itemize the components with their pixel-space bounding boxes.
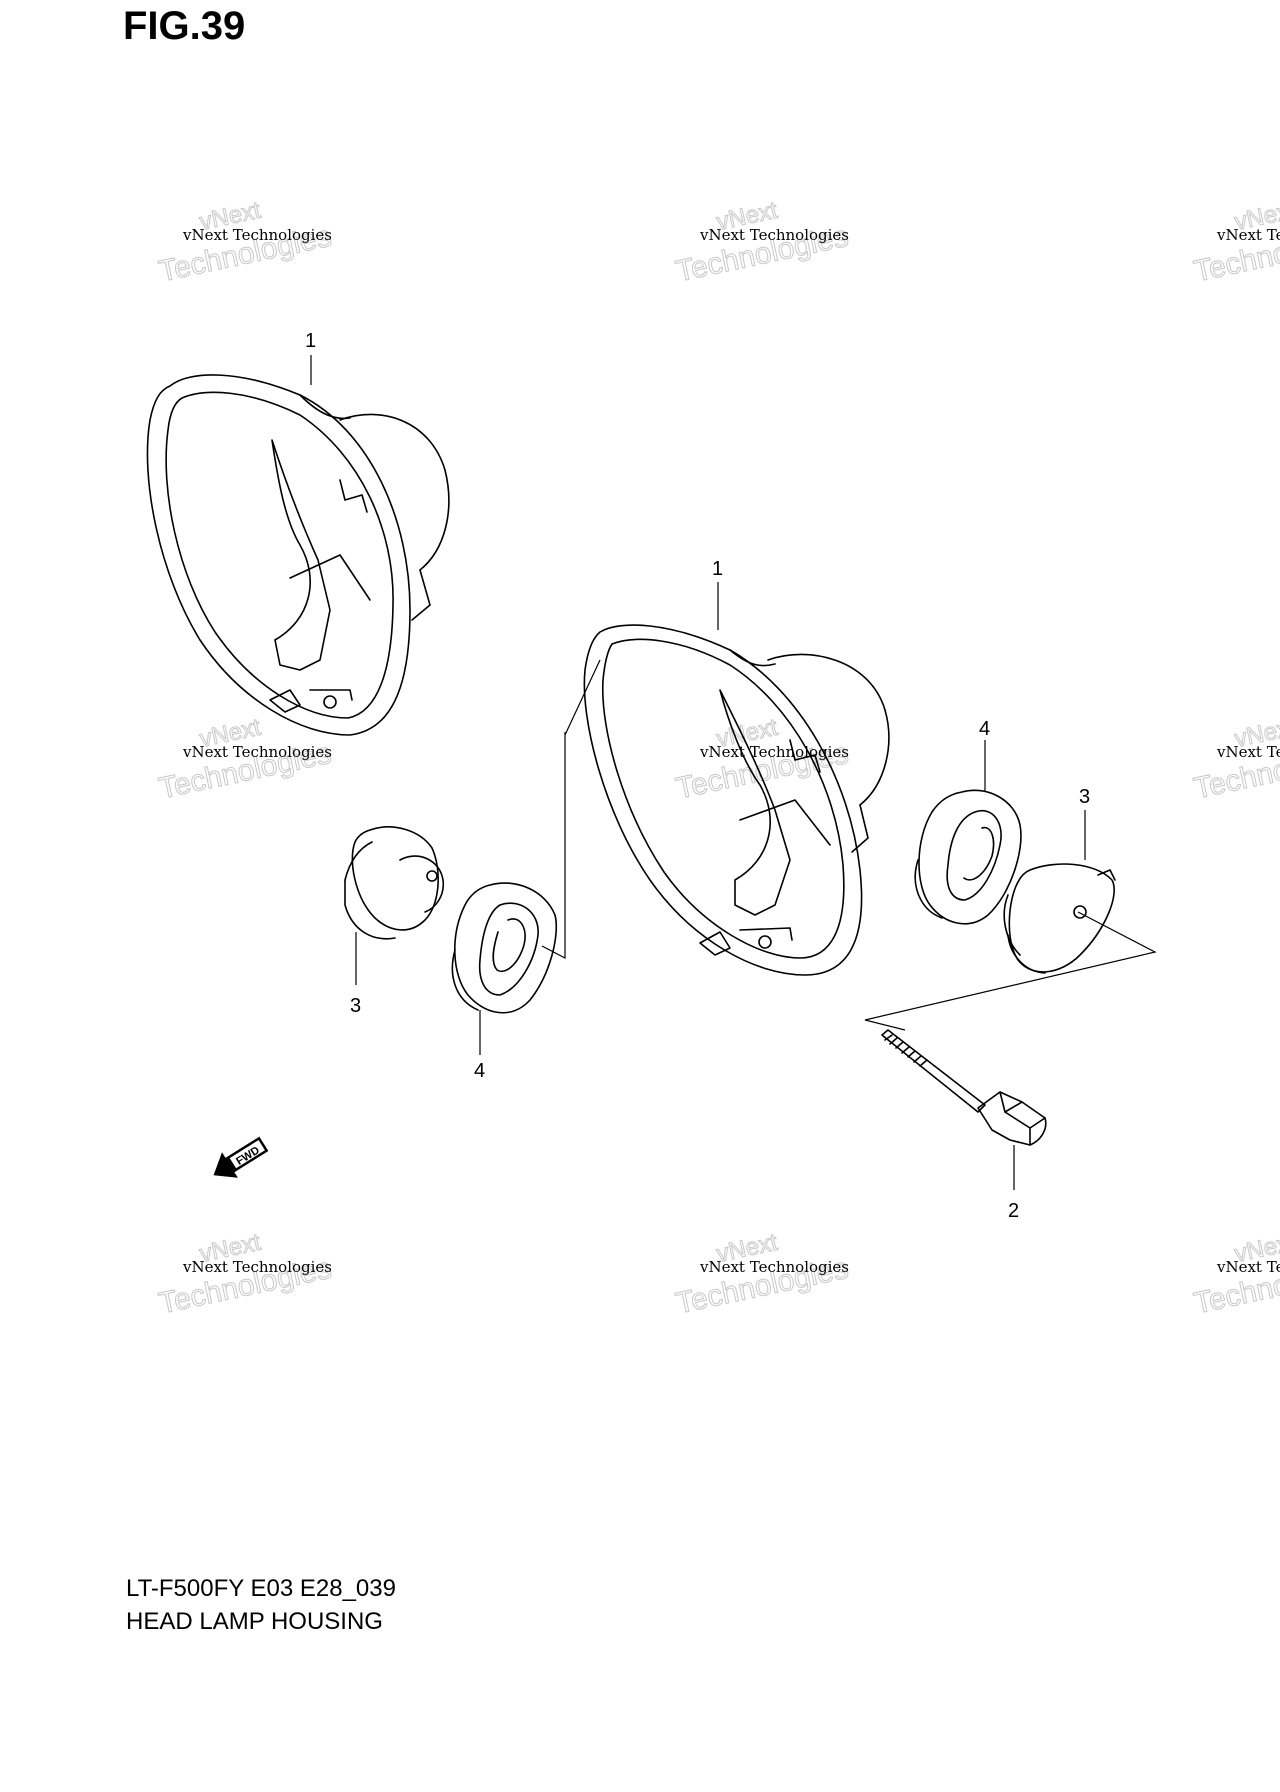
assembly-line-left — [541, 732, 566, 959]
watermark-text: vNext Technologies — [1216, 1258, 1280, 1276]
watermark-text: vNext Technologies — [182, 226, 332, 244]
grommet-small-left — [344, 826, 445, 940]
model-code: LT-F500FY E03 E28_039 — [126, 1575, 396, 1602]
callout-housing-right: 1 — [712, 558, 723, 580]
headlamp-housing-left — [146, 374, 450, 736]
assembly-line-left-b — [564, 659, 601, 736]
headlamp-housing-right — [583, 624, 890, 976]
bolt — [881, 1029, 1047, 1146]
grommet-small-right — [1003, 863, 1116, 974]
callout-grommet-large-left: 4 — [474, 1060, 485, 1082]
fwd-arrow-icon: FWD — [213, 1136, 269, 1178]
watermark-text: vNext Technologies — [182, 743, 332, 761]
watermark-text: vNext Technologies — [182, 1258, 332, 1276]
leader-lines — [310, 355, 1086, 1190]
watermark-group: vNext Technologies vNext Technologies vN… — [156, 196, 1280, 1321]
figure-title: FIG.39 — [123, 4, 246, 48]
callout-grommet-small-right: 3 — [1079, 786, 1090, 808]
watermark-text: vNext Technologies — [699, 226, 849, 244]
callout-housing-left: 1 — [305, 330, 316, 352]
assembly-line-right — [864, 911, 1157, 1031]
watermark-text: vNext Technologies — [1216, 226, 1280, 244]
callout-bolt: 2 — [1008, 1200, 1019, 1222]
callout-grommet-large-right: 4 — [979, 718, 990, 740]
watermark-text: vNext Technologies — [699, 1258, 849, 1276]
part-title: HEAD LAMP HOUSING — [126, 1608, 383, 1635]
grommet-large-left — [451, 882, 558, 1014]
watermark-text: vNext Technologies — [1216, 743, 1280, 761]
grommet-large-right — [914, 789, 1022, 925]
callout-grommet-small-left: 3 — [350, 995, 361, 1017]
